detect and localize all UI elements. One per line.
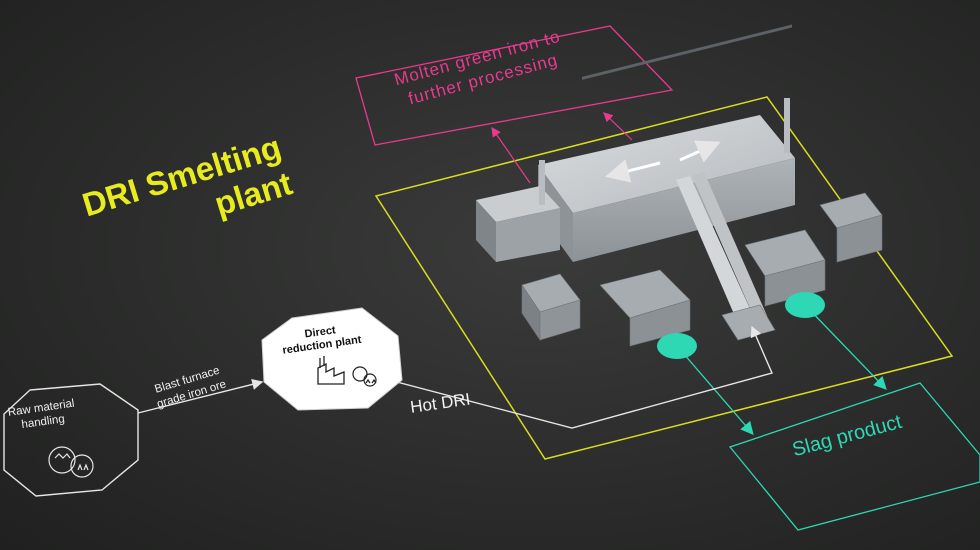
smelting-plant-building	[476, 24, 795, 328]
direct-reduction-node	[261, 307, 403, 411]
molten-arrow-right	[603, 112, 633, 141]
ore-flow-line	[137, 378, 264, 414]
molten-iron-box	[355, 25, 674, 146]
raw-material-node	[3, 383, 139, 497]
ore-recycle-icon	[352, 366, 377, 387]
factory-icon	[317, 356, 345, 385]
molten-arrow-left	[491, 127, 531, 184]
slag-arrow-right	[804, 304, 887, 390]
hot-dri-flow-line	[392, 325, 773, 429]
iron-pellets-icon	[48, 446, 94, 478]
slag-product-box	[728, 382, 980, 531]
process-equipment	[521, 192, 883, 347]
plant-boundary	[374, 96, 954, 460]
